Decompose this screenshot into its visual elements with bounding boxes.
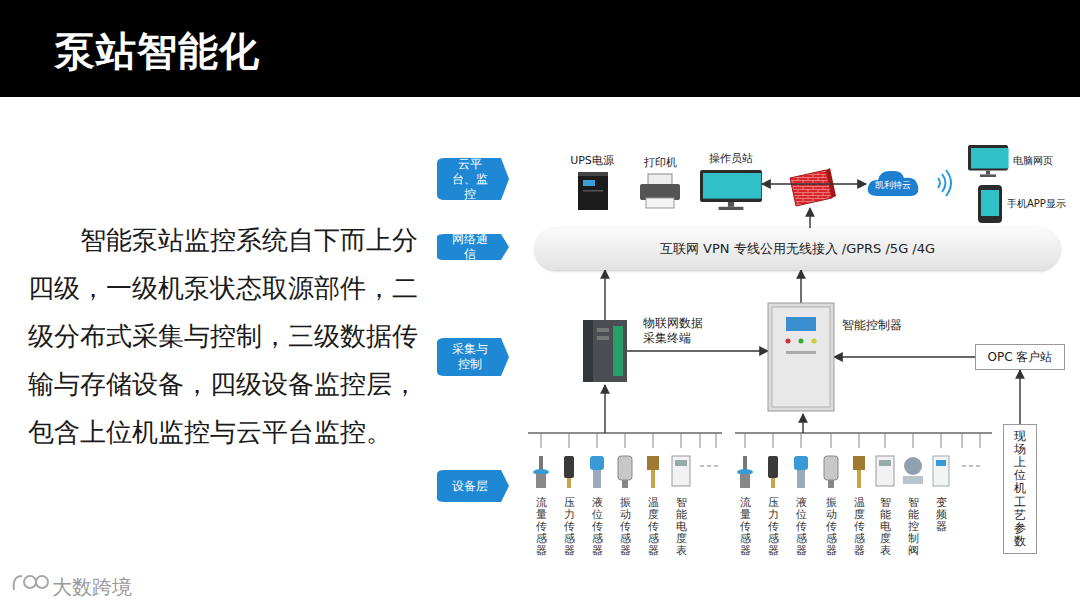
device-name: 智能电度表 [676, 497, 687, 557]
watermark: 大数跨境 [52, 574, 132, 601]
device-name: 温度传感器 [854, 497, 865, 557]
sensor-icons [533, 456, 949, 488]
box-text: OPC 客户站 [988, 349, 1053, 366]
connector-arrow [800, 270, 801, 303]
description-text: 智能泵站监控系统自下而上分四级，一级机泵状态取源部件，二级分布式采集与控制，三级… [28, 216, 428, 456]
device-icon: 电脑网页 [968, 145, 1008, 177]
device-name: 压力传感器 [564, 497, 575, 557]
sensor-icon [933, 456, 949, 486]
device-icon: 物联网数据采集终端 [583, 320, 627, 382]
node-shape [574, 172, 610, 210]
device-icon: UPS电源 [574, 172, 610, 210]
node-shape [968, 145, 1008, 177]
field-bus [528, 432, 992, 433]
device-icon: 打印机 [638, 174, 682, 208]
device-name: 智能控制阀 [908, 497, 919, 557]
sensor-icon [903, 457, 923, 484]
sensor-icon [853, 456, 865, 488]
sensor-icon [876, 456, 894, 486]
sensor-icon [737, 456, 753, 488]
level-tag: 云平台、监控 [437, 158, 509, 200]
sensor-icon [794, 456, 808, 488]
network-band: 互联网 VPN 专线公用无线接入 /GPRS /5G /4G [535, 228, 1060, 270]
device-name: 智能电度表 [880, 497, 891, 557]
node-shape [768, 303, 834, 411]
band-text: 互联网 VPN 专线公用无线接入 /GPRS /5G /4G [660, 240, 935, 258]
sensor-icon [590, 456, 604, 488]
vertical-text: 现场上位机工艺参数 [1014, 430, 1026, 549]
device-label: 打印机 [644, 155, 677, 170]
sensor-icon [824, 456, 838, 488]
slide-title: 泵站智能化 [55, 24, 260, 79]
device-icon: 手机APP显示 [978, 185, 1002, 223]
sensor-icon [768, 456, 778, 488]
client-box: OPC 客户站 [975, 344, 1065, 370]
device-name: 流量传感器 [536, 497, 547, 557]
connector-arrow [627, 350, 768, 351]
wifi-symbol [938, 170, 951, 196]
device-label: 电脑网页 [1013, 154, 1053, 168]
device-name: 振动传感器 [620, 497, 631, 557]
device-icon: 智能控制器 [768, 303, 834, 411]
device-name: 温度传感器 [648, 497, 659, 557]
sensor-icon [618, 456, 632, 488]
bus-ticks [541, 433, 980, 448]
device-name: 流量传感器 [740, 497, 751, 557]
node-shape [978, 185, 1002, 223]
connector-arrow [1019, 370, 1020, 424]
level-tag: 设备层 [437, 470, 509, 502]
level-tag: 采集与控制 [437, 338, 509, 376]
device-label: UPS电源 [570, 153, 614, 168]
tag-text: 云平台、监控 [450, 157, 496, 202]
node-shape [638, 174, 682, 208]
tag-text: 采集与控制 [450, 342, 496, 372]
level-tag: 网络通信 [437, 234, 509, 260]
device-name: 液位传感器 [796, 497, 807, 557]
connector-arrow [604, 270, 605, 320]
sensor-icon [647, 456, 659, 488]
parameter-box: 现场上位机工艺参数 [1003, 424, 1037, 554]
node-shape [700, 170, 762, 210]
device-name: 压力传感器 [768, 497, 779, 557]
device-label: 智能控制器 [842, 317, 902, 334]
device-name: 变频器 [936, 497, 947, 533]
cloud-text: 凯利特云 [875, 179, 911, 192]
node-shape [583, 320, 627, 382]
device-label: 操作员站 [709, 151, 753, 166]
sensor-icon [564, 456, 574, 488]
sensor-icon [672, 456, 690, 486]
device-name: 液位传感器 [592, 497, 603, 557]
device-label: 物联网数据采集终端 [643, 316, 705, 346]
cloud-node: 凯利特云 [866, 168, 920, 198]
device-label: 手机APP显示 [1007, 197, 1066, 211]
watermark-logo [14, 576, 48, 590]
sensor-icon [533, 456, 549, 488]
tag-text: 网络通信 [450, 232, 496, 262]
ellipsis-dashes [700, 465, 980, 466]
connector-arrow [762, 183, 866, 184]
device-name: 振动传感器 [826, 497, 837, 557]
device-icon: 操作员站 [700, 170, 762, 210]
connector-arrow [834, 356, 975, 357]
firewall-icon [790, 168, 836, 206]
uplink-arrow [809, 208, 810, 228]
tag-text: 设备层 [452, 479, 494, 494]
